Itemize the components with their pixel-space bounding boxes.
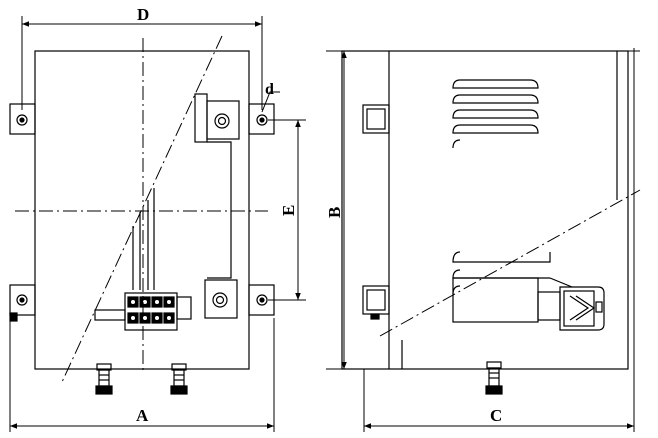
front-section-line — [61, 35, 223, 383]
side-view — [341, 50, 641, 395]
inner-plate — [207, 141, 232, 279]
inner-bracket-top — [194, 93, 240, 143]
side-lug-bottom — [362, 285, 390, 320]
front-view — [9, 35, 275, 395]
label-c: C — [490, 406, 502, 425]
front-housing — [34, 50, 250, 370]
label-d: D — [137, 5, 149, 24]
side-lug-top — [362, 104, 390, 134]
side-dimensions — [326, 48, 640, 432]
inner-bracket-bottom — [204, 279, 238, 319]
cable-gland-right — [170, 363, 188, 395]
cable-gland-left — [95, 363, 113, 395]
label-a: A — [136, 406, 149, 425]
side-housing — [341, 50, 629, 370]
side-cable-gland — [485, 361, 503, 395]
side-component — [452, 277, 605, 331]
front-dimensions — [9, 16, 306, 432]
terminal-block — [94, 292, 192, 331]
mounting-lug-bottom-left — [9, 284, 36, 322]
label-b: B — [325, 207, 344, 218]
leader-d — [261, 91, 280, 113]
side-section-line — [379, 189, 641, 337]
label-e: E — [279, 205, 298, 216]
label-d-small: d — [265, 81, 274, 98]
vent-louvers-top — [452, 79, 539, 149]
vent-louvers-bottom — [452, 251, 551, 295]
